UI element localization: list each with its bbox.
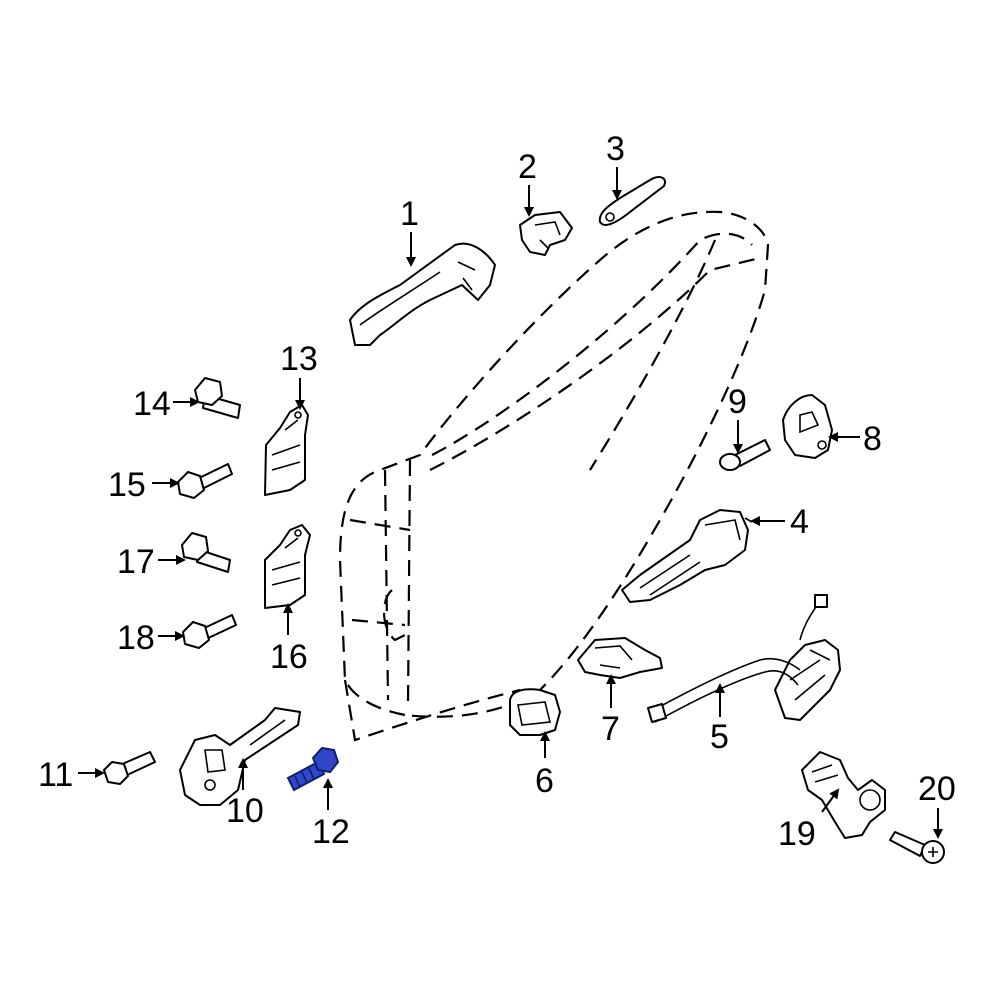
label-3: 3 (606, 130, 625, 168)
part-11-bolt[interactable] (103, 751, 156, 785)
label-5: 5 (710, 718, 729, 756)
part-14-bolt[interactable] (194, 377, 241, 419)
label-2: 2 (518, 148, 537, 186)
part-18-bolt[interactable] (182, 614, 237, 649)
part-9-bolt[interactable] (719, 439, 771, 471)
part-15-bolt[interactable] (177, 463, 233, 499)
part-8-striker[interactable] (782, 394, 833, 459)
label-7: 7 (601, 710, 620, 748)
label-14: 14 (133, 385, 171, 423)
part-16-lower-hinge[interactable] (264, 524, 311, 609)
part-2-handle-cover[interactable] (519, 211, 573, 256)
label-15: 15 (108, 466, 146, 504)
label-6: 6 (535, 762, 554, 800)
part-12-bolt-highlighted[interactable] (286, 746, 340, 792)
label-9: 9 (728, 383, 747, 421)
label-8: 8 (863, 420, 882, 458)
arrow-19 (821, 788, 840, 813)
part-4-inside-handle[interactable] (621, 509, 753, 603)
label-16: 16 (270, 638, 308, 676)
label-13: 13 (280, 340, 318, 378)
part-6-handle-bezel[interactable] (509, 688, 561, 736)
label-12: 12 (312, 813, 350, 851)
label-18: 18 (117, 619, 155, 657)
part-17-bolt[interactable] (181, 532, 231, 573)
label-17: 17 (117, 543, 155, 581)
part-13-upper-hinge[interactable] (264, 404, 309, 496)
part-7-bracket[interactable] (577, 637, 663, 679)
label-4: 4 (790, 503, 809, 541)
label-11: 11 (38, 756, 73, 794)
callout-labels: 1 2 3 4 5 6 7 8 9 10 11 12 13 14 15 16 1… (38, 130, 956, 853)
label-20: 20 (918, 770, 956, 808)
door-outline (338, 210, 770, 742)
part-3-gasket[interactable] (598, 176, 666, 226)
part-5-door-lock[interactable] (647, 594, 841, 723)
label-1: 1 (400, 195, 419, 233)
part-1-outside-handle[interactable] (349, 242, 496, 346)
label-10: 10 (226, 792, 264, 830)
label-19: 19 (778, 815, 816, 853)
part-10-door-check[interactable] (179, 707, 301, 806)
leader-arrows (78, 167, 943, 839)
part-20-screw[interactable] (889, 831, 945, 864)
